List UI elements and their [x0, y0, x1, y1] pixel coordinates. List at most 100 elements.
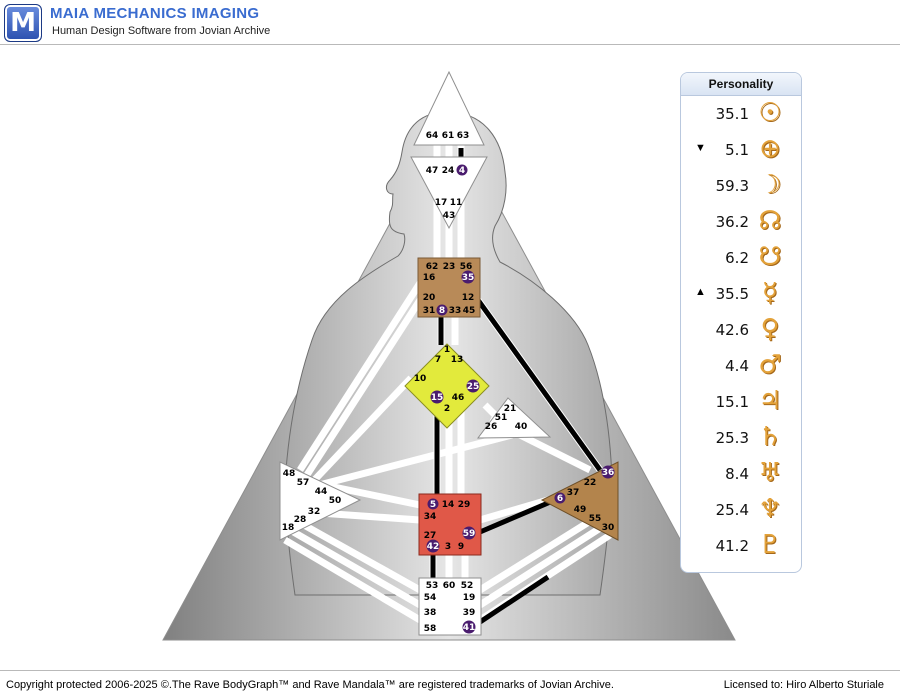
- gate-8-activation: [436, 304, 448, 316]
- gate-25-activation: [466, 379, 480, 393]
- earth-icon: ⊕: [759, 134, 781, 164]
- gate-23: 23: [443, 262, 456, 272]
- planet-row-south-node: 6.2 ☋: [681, 240, 801, 276]
- gate-9: 9: [458, 542, 464, 552]
- gate-15: 15: [431, 393, 444, 403]
- gate-59-activation: [462, 526, 476, 540]
- gate-11: 11: [450, 198, 463, 208]
- bodygraph: 64 61 63 47 24 4 17 11 43 62 23 56 16 35…: [162, 70, 736, 641]
- mars-icon: ♂: [758, 350, 782, 380]
- moon-icon: ☽: [758, 170, 782, 200]
- planet-row-uranus: 8.4 ♅: [681, 456, 801, 492]
- gate-36-activation: [601, 465, 615, 479]
- gate-22: 22: [584, 478, 597, 488]
- gate-6-activation: [554, 492, 566, 504]
- pluto-icon: ♇: [758, 530, 782, 560]
- arrow-marker: ▲: [695, 286, 706, 298]
- uranus-icon: ♅: [758, 458, 782, 488]
- planet-row-jupiter: 15.1 ♃: [681, 384, 801, 420]
- gate-33: 33: [449, 306, 462, 316]
- gate-15-activation: [430, 390, 444, 404]
- license-text: Licensed to: Hiro Alberto Sturiale: [723, 679, 884, 691]
- gate-52: 52: [461, 581, 474, 591]
- spleen-center: [279, 461, 362, 541]
- gate-63: 63: [457, 131, 470, 141]
- gate-14: 14: [442, 500, 455, 510]
- gate-19: 19: [463, 593, 476, 603]
- gate-50: 50: [329, 496, 342, 506]
- gate-62: 62: [426, 262, 439, 272]
- gate-line-value: 5.1: [725, 141, 749, 159]
- gate-34: 34: [424, 512, 437, 522]
- g-center: [404, 343, 490, 429]
- gate-36: 36: [602, 468, 615, 478]
- gate-5: 5: [430, 500, 436, 510]
- gate-10: 10: [414, 374, 427, 384]
- gate-line-value: 41.2: [715, 537, 749, 555]
- gate-55: 55: [589, 514, 602, 524]
- heart-center: [476, 397, 552, 439]
- gate-49: 49: [574, 505, 587, 515]
- gate-30: 30: [602, 523, 615, 533]
- gate-24: 24: [442, 166, 455, 176]
- gate-60: 60: [443, 581, 456, 591]
- gate-20: 20: [423, 293, 436, 303]
- gate-21: 21: [504, 404, 517, 414]
- gate-48: 48: [283, 469, 296, 479]
- app-subtitle: Human Design Software from Jovian Archiv…: [52, 25, 271, 37]
- planet-row-mercury: ▲ 35.5 ☿: [681, 276, 801, 312]
- gate-4: 4: [459, 166, 465, 176]
- gate-line-value: 59.3: [715, 177, 749, 195]
- throat-center: [417, 257, 481, 318]
- gate-35: 35: [462, 273, 475, 283]
- gate-53: 53: [426, 581, 439, 591]
- gate-12: 12: [462, 293, 475, 303]
- gate-18: 18: [282, 523, 295, 533]
- planet-row-venus: 42.6 ♀: [681, 312, 801, 348]
- gate-1: 1: [444, 345, 450, 355]
- gate-2: 2: [444, 404, 450, 414]
- arrow-marker: ▼: [695, 142, 706, 154]
- gate-line-value: 4.4: [725, 357, 749, 375]
- planet-row-saturn: 25.3 ♄: [681, 420, 801, 456]
- head-center: [413, 70, 485, 146]
- gate-line-value: 35.5: [715, 285, 749, 303]
- gate-28: 28: [294, 515, 307, 525]
- gate-37: 37: [567, 488, 580, 498]
- app-footer: Copyright protected 2006-2025 ©.The Rave…: [0, 670, 900, 700]
- gate-27: 27: [424, 531, 437, 541]
- gate-26: 26: [485, 422, 498, 432]
- gate-45: 45: [463, 306, 476, 316]
- gate-8: 8: [439, 306, 445, 316]
- gate-43: 43: [443, 211, 456, 221]
- gate-5-activation: [427, 498, 439, 510]
- gate-line-value: 15.1: [715, 393, 749, 411]
- gate-6: 6: [557, 494, 563, 504]
- gate-line-value: 25.4: [715, 501, 749, 519]
- solar-plexus-center: [540, 461, 619, 541]
- venus-icon: ♀: [760, 314, 780, 344]
- gate-38: 38: [424, 608, 437, 618]
- gate-29: 29: [458, 500, 471, 510]
- gate-line-value: 25.3: [715, 429, 749, 447]
- gate-31: 31: [423, 306, 436, 316]
- chart-area: 64 61 63 47 24 4 17 11 43 62 23 56 16 35…: [0, 45, 900, 670]
- neptune-icon: ♆: [758, 494, 782, 524]
- ajna-center: [410, 156, 488, 230]
- gate-16: 16: [423, 273, 436, 283]
- gate-42-activation: [426, 539, 440, 553]
- gate-42: 42: [427, 542, 440, 552]
- gate-line-value: 6.2: [725, 249, 749, 267]
- gate-7: 7: [435, 355, 441, 365]
- planet-row-mars: 4.4 ♂: [681, 348, 801, 384]
- gate-39: 39: [463, 608, 476, 618]
- gate-25: 25: [467, 382, 480, 392]
- gate-58: 58: [424, 624, 437, 634]
- personality-panel-title: Personality: [681, 73, 801, 96]
- gate-59: 59: [463, 529, 476, 539]
- gate-line-value: 35.1: [715, 105, 749, 123]
- gate-47: 47: [426, 166, 439, 176]
- app-title: MAIA MECHANICS IMAGING: [50, 5, 260, 22]
- gate-54: 54: [424, 593, 437, 603]
- gate-line-value: 8.4: [725, 465, 749, 483]
